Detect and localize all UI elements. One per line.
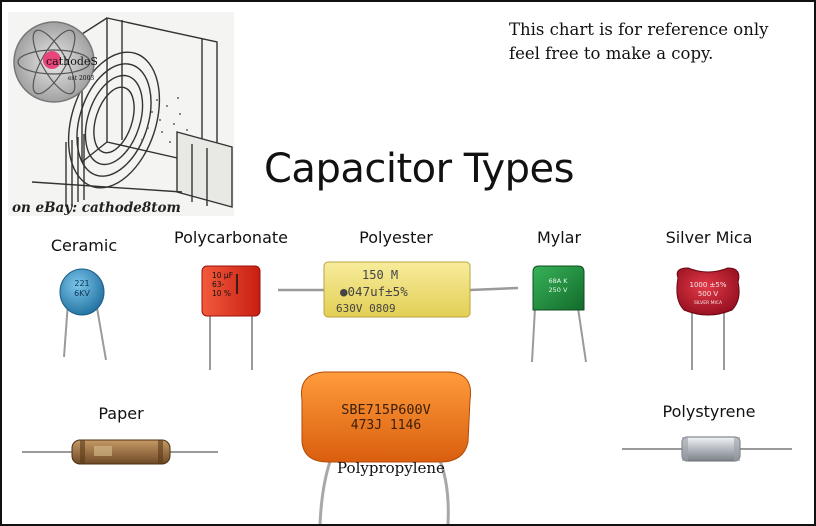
polypropylene-marking-1: SBE715P600V: [341, 402, 430, 418]
polyester-capacitor: 150 M ●047uf±5% 630V 0809: [278, 261, 519, 318]
polycarbonate-marking-1: 10 µF: [212, 271, 233, 280]
label-polycarbonate: Polycarbonate: [174, 228, 288, 247]
logo-text: cathodeS: [46, 55, 98, 68]
polycarbonate-capacitor: 10 µF 63- 10 %: [201, 265, 261, 370]
mylar-capacitor: 68A K 250 V: [531, 265, 587, 363]
label-silver-mica: Silver Mica: [665, 228, 753, 247]
ceramic-marking-2: 6KV: [74, 289, 90, 298]
polyester-marking-2: ●047uf±5%: [340, 284, 408, 299]
polyester-marking-3: 630V 0809: [336, 302, 396, 315]
reference-note-line2: feel free to make a copy.: [509, 44, 714, 63]
label-polystyrene: Polystyrene: [662, 402, 756, 421]
paper-capacitor: [22, 439, 218, 465]
reference-note: This chart is for reference only feel fr…: [509, 18, 809, 66]
silver-mica-capacitor: 1000 ±5% 500 V SILVER MICA: [676, 267, 740, 370]
label-polyester: Polyester: [359, 228, 433, 247]
silver-mica-marking-1: 1000 ±5%: [689, 281, 726, 289]
label-mylar: Mylar: [536, 228, 582, 247]
label-polypropylene: Polypropylene: [337, 459, 445, 477]
cathodes-logo: cathodeS est 2003: [13, 21, 98, 103]
silver-mica-marking-3: SILVER MICA: [694, 300, 723, 306]
ebay-watermark: on eBay: cathode8tom: [12, 200, 181, 216]
ceramic-marking-1: 221: [74, 279, 89, 288]
page-title: Capacitor Types: [264, 146, 574, 192]
polycarbonate-marking-3: 10 %: [212, 289, 231, 298]
logo-year: est 2003: [68, 75, 94, 82]
polyester-marking-1: 150 M: [362, 268, 398, 282]
reference-note-line1: This chart is for reference only: [509, 20, 769, 39]
polypropylene-marking-2: 473J 1146: [351, 418, 421, 433]
label-paper: Paper: [98, 404, 144, 423]
ceramic-capacitor: 221 6KV: [59, 268, 107, 361]
label-ceramic: Ceramic: [50, 236, 118, 255]
silver-mica-marking-2: 500 V: [698, 290, 719, 298]
mylar-marking-2: 250 V: [549, 286, 568, 294]
polypropylene-capacitor: SBE715P600V 473J 1146: [300, 371, 472, 524]
polycarbonate-marking-2: 63-: [212, 280, 225, 289]
mylar-marking-1: 68A K: [548, 277, 568, 285]
polystyrene-capacitor: [622, 436, 792, 462]
